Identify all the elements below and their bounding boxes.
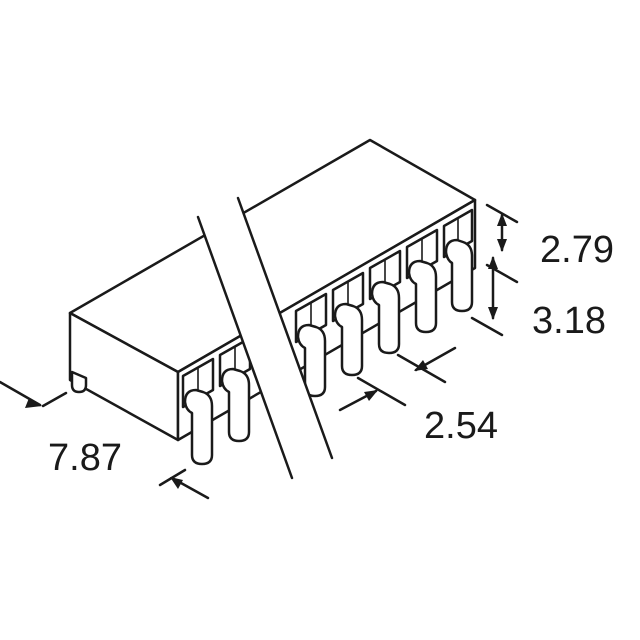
- pin-2: [220, 367, 251, 443]
- dim-2-54: 2.54: [338, 346, 498, 447]
- dim-2-79: 2.79: [485, 203, 614, 284]
- pin-6: [407, 259, 438, 334]
- pin-7: [444, 238, 474, 313]
- dim-2-79-label: 2.79: [540, 229, 614, 271]
- dim-7-87-label: 7.87: [48, 437, 122, 479]
- dim-3-18: 3.18: [470, 256, 606, 342]
- pin-5: [370, 280, 401, 355]
- dim-3-18-label: 3.18: [532, 300, 606, 342]
- break-band: [196, 196, 334, 480]
- pin-3: [296, 323, 327, 398]
- pin-4: [333, 302, 364, 377]
- pin-1: [183, 388, 214, 466]
- dim-2-54-label: 2.54: [424, 405, 498, 447]
- dim-7-87: 7.87: [0, 380, 210, 500]
- connector-pins: [70, 238, 474, 466]
